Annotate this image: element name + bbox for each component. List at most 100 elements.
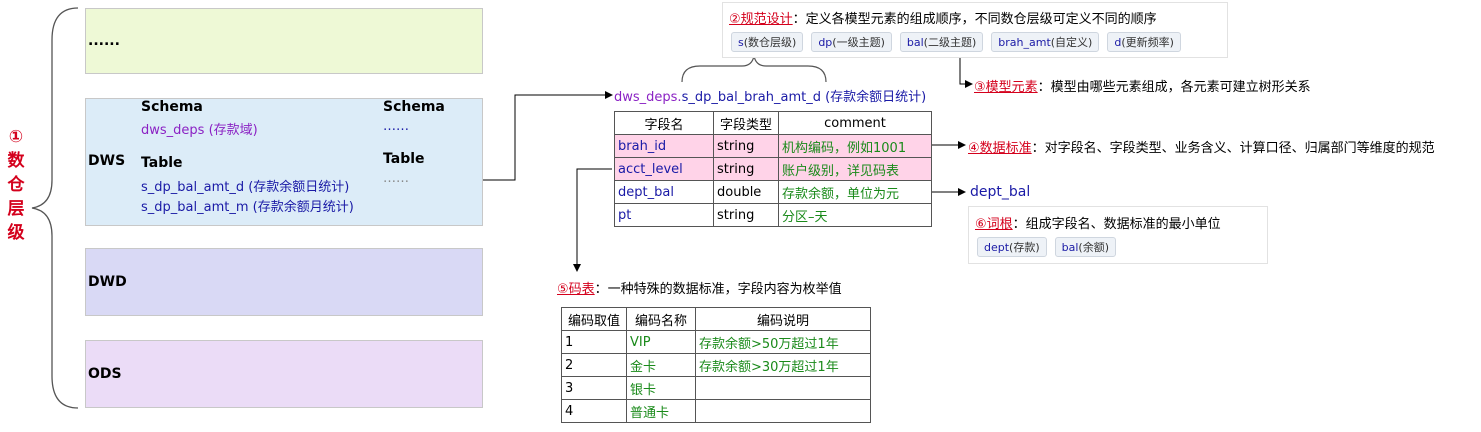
code-header: 编码取值 (561, 307, 627, 331)
layer-dwd: DWD (85, 248, 483, 316)
code-name: 银卡 (626, 376, 696, 400)
design-desc: ：定义各模型元素的组成顺序，不同数仓层级可定义不同的顺序 (792, 12, 1157, 27)
layer-title-char: 仓 (7, 175, 25, 195)
table-name: dws_deps.s_dp_bal_brah_amt_d (存款余额日统计) (614, 86, 926, 105)
fields-header-row: 字段名 字段类型 comment (614, 111, 932, 135)
field-name: acct_level (614, 157, 714, 181)
dept-bal-label: dept_bal (970, 184, 1031, 200)
schema-value: dws_deps (存款域) (141, 123, 258, 138)
chip-note: (更新频率) (1121, 36, 1174, 49)
data-standard: ④数据标准：对字段名、字段类型、业务含义、计算口径、归属部门等维度的规范 (968, 137, 1435, 156)
code-value: 1 (561, 330, 627, 354)
chip-s[interactable]: s(数仓层级) (731, 32, 804, 52)
chip-d[interactable]: d(更新频率) (1107, 32, 1181, 52)
code-name: VIP (626, 330, 696, 354)
code-value: 3 (561, 376, 627, 400)
dws-label: DWS (88, 153, 126, 169)
layer-title: ① 数 仓 层 级 (6, 125, 26, 245)
fields-header: comment (778, 111, 932, 135)
code-table: 编码取值 编码名称 编码说明 1 VIP 存款余额>50万超过1年 2 金卡 存… (561, 307, 871, 423)
field-name: brah_id (614, 134, 714, 158)
fields-header: 字段名 (614, 111, 714, 135)
chip-key: d (1114, 36, 1122, 49)
dws-table-daily[interactable]: s_dp_bal_amt_d (存款余额日统计) (141, 180, 350, 195)
code-desc (695, 399, 871, 423)
chip-note: (自定义) (1050, 36, 1093, 49)
chip-bal[interactable]: bal(二级主题) (899, 32, 984, 52)
data-standard-title: ④数据标准 (968, 141, 1032, 156)
layer-title-char: 级 (7, 223, 25, 243)
field-name: dept_bal (614, 180, 714, 204)
chip-note: (数仓层级) (743, 36, 797, 49)
chip-key: dp (818, 36, 833, 49)
chip-dp[interactable]: dp(一级主题) (811, 32, 892, 52)
chip-note: (存款) (1009, 241, 1040, 254)
table-row[interactable]: 4 普通卡 (561, 399, 871, 423)
code-desc (695, 376, 871, 400)
layer-dws: DWS Schema dws_deps (存款域) Table s_dp_bal… (85, 98, 483, 226)
table-row[interactable]: 1 VIP 存款余额>50万超过1年 (561, 330, 871, 354)
table-row[interactable]: pt string 分区–天 (614, 203, 932, 227)
table-row[interactable]: dept_bal double 存款余额，单位为元 (614, 180, 932, 204)
arrow-to-code-table (573, 168, 612, 272)
model-elements: ③模型元素：模型由哪些元素组成，各元素可建立树形关系 (974, 76, 1311, 95)
chip-key: bal (906, 36, 924, 49)
table-name-text: s_dp_bal_brah_amt_d (存款余额日统计) (681, 90, 927, 105)
code-table-title: ⑤码表 (557, 282, 595, 297)
code-header: 编码说明 (695, 307, 871, 331)
field-type: string (713, 157, 779, 181)
table-row[interactable]: 2 金卡 存款余额>30万超过1年 (561, 353, 871, 377)
code-table-desc: ：一种特殊的数据标准，字段内容为枚举值 (594, 282, 842, 297)
field-comment: 机构编码，例如1001 (778, 134, 932, 158)
code-table-heading: ⑤码表：一种特殊的数据标准，字段内容为枚举值 (557, 278, 842, 297)
chip-key: bal (1061, 241, 1079, 254)
chip-bal-root[interactable]: bal(余额) (1054, 237, 1117, 257)
chip-brah-amt[interactable]: brah_amt(自定义) (991, 32, 1100, 52)
root-title: ⑥词根 (975, 217, 1013, 232)
table-row[interactable]: acct_level string 账户级别，详见码表 (614, 157, 932, 181)
root-panel: ⑥词根：组成字段名、数据标准的最小单位 dept(存款) bal(余额) (968, 206, 1268, 264)
dws-table-monthly[interactable]: s_dp_bal_amt_m (存款余额月统计) (141, 200, 354, 215)
chip-dept[interactable]: dept(存款) (977, 237, 1047, 257)
fields-table: 字段名 字段类型 comment brah_id string 机构编码，例如1… (614, 111, 932, 227)
root-heading: ⑥词根：组成字段名、数据标准的最小单位 (975, 213, 1221, 232)
field-type: string (713, 203, 779, 227)
field-comment: 分区–天 (778, 203, 932, 227)
design-title: ②规范设计 (729, 12, 793, 27)
code-value: 2 (561, 353, 627, 377)
layer-title-char: 数 (7, 151, 25, 171)
schema-value-2: …… (383, 119, 409, 134)
table-heading-2: Table (383, 151, 425, 167)
ods-label: ODS (88, 366, 122, 382)
root-chips: dept(存款) bal(余额) (977, 237, 1124, 257)
layer-ods: ODS (85, 340, 483, 408)
chip-key: brah_amt (998, 36, 1051, 49)
field-name: pt (614, 203, 714, 227)
layer-brace (31, 7, 79, 409)
root-desc: ：组成字段名、数据标准的最小单位 (1012, 217, 1221, 232)
model-elements-desc: ：模型由哪些元素组成，各元素可建立树形关系 (1037, 80, 1311, 95)
layer-top-label: ...... (88, 33, 120, 49)
layer-top: ...... (85, 8, 483, 74)
design-chips: s(数仓层级) dp(一级主题) bal(二级主题) brah_amt(自定义) d(更… (731, 32, 1189, 52)
table-row[interactable]: 3 银卡 (561, 376, 871, 400)
code-value: 4 (561, 399, 627, 423)
dwd-label: DWD (88, 274, 127, 290)
table-value-2: …… (383, 171, 409, 186)
code-desc: 存款余额>50万超过1年 (695, 330, 871, 354)
table-schema: dws_deps. (614, 90, 682, 105)
field-type: string (713, 134, 779, 158)
chip-note: (一级主题) (832, 36, 885, 49)
design-brace (681, 55, 827, 83)
fields-header: 字段类型 (713, 111, 779, 135)
chip-key: dept (984, 241, 1010, 254)
field-comment: 存款余额，单位为元 (778, 180, 932, 204)
layer-title-char: 层 (7, 199, 25, 219)
data-standard-desc: ：对字段名、字段类型、业务含义、计算口径、归属部门等维度的规范 (1031, 141, 1435, 156)
field-type: double (713, 180, 779, 204)
table-row[interactable]: brah_id string 机构编码，例如1001 (614, 134, 932, 158)
chip-note: (余额) (1078, 241, 1110, 254)
code-header-row: 编码取值 编码名称 编码说明 (561, 307, 871, 331)
table-heading: Table (141, 155, 183, 171)
design-heading: ②规范设计：定义各模型元素的组成顺序，不同数仓层级可定义不同的顺序 (729, 8, 1157, 27)
